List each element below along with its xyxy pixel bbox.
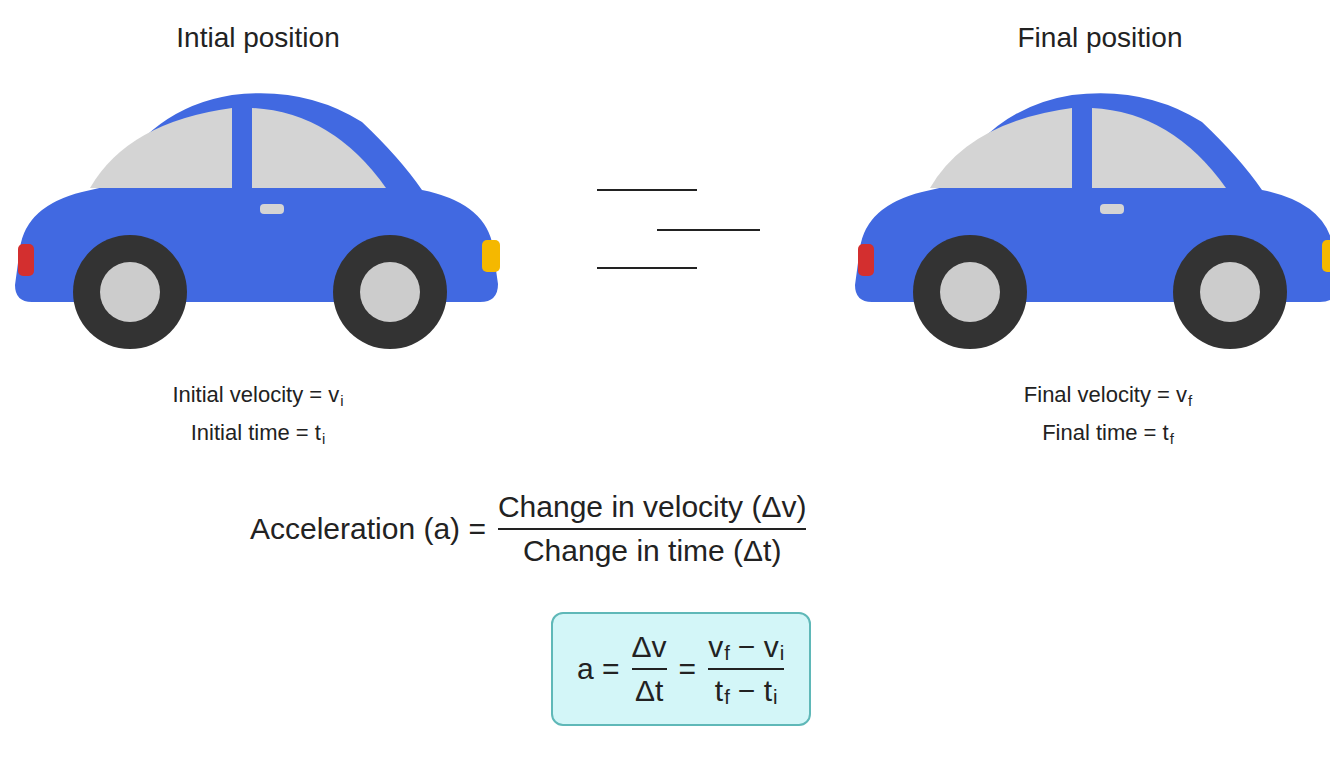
formula-fraction: ΔvΔt — [632, 630, 667, 708]
formula-row: a =ΔvΔt=vf− vitf− ti — [553, 614, 809, 724]
formula-variable: t — [715, 674, 723, 708]
word-fraction: Change in velocity (Δv) Change in time (Δ… — [498, 490, 807, 568]
subscript: f — [724, 642, 730, 665]
formula-term: vf − vi — [708, 630, 784, 664]
fraction-bar — [498, 528, 807, 530]
denominator-text: Change in time (Δt) — [523, 534, 781, 568]
subscript: i — [773, 686, 778, 709]
formula-term: tf − ti — [715, 674, 778, 708]
subscript: f — [1170, 430, 1174, 447]
time-label-group: Final time = tf — [1042, 420, 1174, 446]
position-title-group: Intial position — [176, 22, 339, 54]
formula-denominator: Δt — [635, 674, 663, 708]
velocity-label: Initial velocity = v — [172, 382, 339, 407]
time-label: Final time = t — [1042, 420, 1169, 445]
subscript: i — [340, 392, 343, 409]
velocity-label: Final velocity = v — [1024, 382, 1187, 407]
formula-box: a =ΔvΔt=vf− vitf− ti — [551, 612, 811, 726]
numerator-text: Change in velocity (Δv) — [498, 490, 807, 524]
fraction-bar — [708, 668, 784, 670]
fraction-bar — [632, 668, 667, 670]
acceleration-label: Acceleration (a) = — [250, 512, 486, 546]
formula-symbol: a = — [577, 652, 620, 686]
formula-variable: − t — [738, 674, 772, 708]
position-title-group: Final position — [1018, 22, 1183, 54]
subscript: f — [1188, 392, 1192, 409]
motion-lines — [597, 190, 760, 268]
subscript: i — [780, 642, 785, 665]
time-label-group: Initial time = ti — [191, 420, 326, 446]
subscript: i — [322, 430, 325, 447]
formula-variable: − v — [738, 630, 779, 664]
position-title: Final position — [1018, 22, 1183, 53]
formula-variable: v — [708, 630, 723, 664]
subscript: f — [724, 686, 730, 709]
formula-numerator: Δv — [632, 630, 667, 664]
formula-symbol: = — [679, 652, 697, 686]
time-label: Initial time = t — [191, 420, 321, 445]
acceleration-definition: Acceleration (a) = Change in velocity (Δv… — [250, 490, 806, 568]
velocity-label-group: Initial velocity = vi — [172, 382, 343, 408]
initial-car — [15, 93, 500, 349]
position-title: Intial position — [176, 22, 339, 53]
final-car — [855, 93, 1330, 349]
formula-fraction: vf− vitf− ti — [708, 630, 784, 708]
velocity-label-group: Final velocity = vf — [1024, 382, 1192, 408]
